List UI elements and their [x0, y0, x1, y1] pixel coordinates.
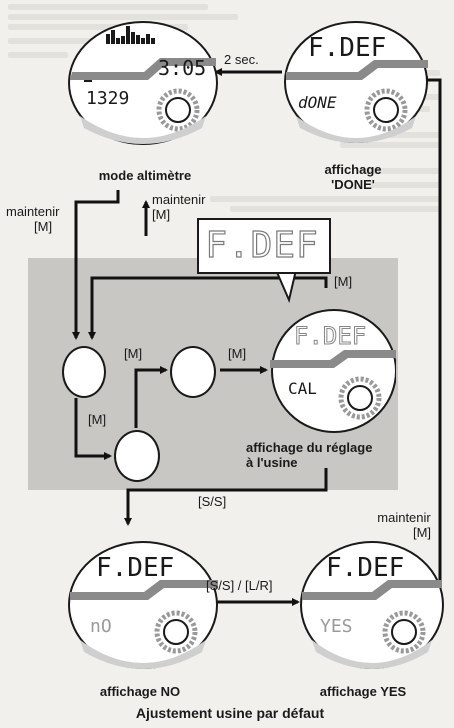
factory-value: CAL [288, 379, 317, 398]
done-title: F.DEF [308, 33, 386, 63]
caption-yes: affichage YES [319, 684, 407, 699]
step-circle-c [114, 430, 160, 482]
hold-m-right-line1: maintenir [377, 510, 431, 525]
hold-m-up-line1: maintenir [152, 192, 206, 207]
watch-yes: F.DEF YES [300, 541, 444, 669]
hold-m-up-line2: [M] [152, 207, 171, 222]
watch-no: F.DEF nO [68, 541, 218, 669]
no-value: nO [90, 616, 112, 637]
caption-done-line2: 'DONE' [331, 177, 375, 192]
no-title: F.DEF [96, 553, 174, 583]
altimeter-time: 3:05 [158, 56, 206, 80]
hold-m-left-line1: maintenir [6, 204, 60, 219]
fdef-popup: F.DEF [197, 218, 331, 274]
hold-m-left-line2: [M] [34, 219, 53, 234]
watch-done: F.DEF dONE [284, 21, 428, 143]
caption-altimeter: mode altimètre [98, 168, 192, 183]
watch-altimeter: 3:05 1329 [68, 21, 218, 145]
factory-title: F.DEF [294, 322, 366, 350]
watch-factory: F.DEF CAL [270, 309, 396, 433]
step-circle-a [62, 346, 106, 398]
footer-title: Ajustement usine par défaut [135, 705, 325, 721]
label-hold-m-up: maintenir [M] [152, 192, 205, 222]
hold-m-right-line2: [M] [412, 525, 432, 540]
yes-title: F.DEF [326, 553, 404, 583]
altimeter-value: 1329 [86, 88, 129, 109]
caption-done-line1: affichage [324, 162, 382, 177]
caption-done: affichage 'DONE' [288, 162, 418, 192]
caption-factory-line2: à l'usine [246, 455, 298, 470]
label-m-lower-left: [M] [88, 412, 107, 427]
label-m-mid-upper: [M] [124, 346, 143, 361]
popup-text: F.DEF [205, 225, 319, 266]
done-value: dONE [298, 93, 337, 112]
label-m-top-right: [M] [334, 274, 353, 289]
caption-factory: affichage du réglage à l'usine [246, 440, 396, 470]
yes-value: YES [320, 616, 353, 637]
step-circle-b [170, 346, 216, 398]
caption-no: affichage NO [99, 684, 181, 699]
caption-factory-line1: affichage du réglage [246, 440, 373, 455]
label-hold-m-right: maintenir [M] [366, 510, 442, 540]
label-ss-down: [S/S] [198, 494, 227, 509]
label-two-sec: 2 sec. [224, 52, 259, 67]
label-hold-m-left: maintenir [M] [6, 204, 59, 234]
label-m-mid-right: [M] [228, 346, 247, 361]
label-ss-lr: [S/S] / [L/R] [206, 578, 273, 593]
